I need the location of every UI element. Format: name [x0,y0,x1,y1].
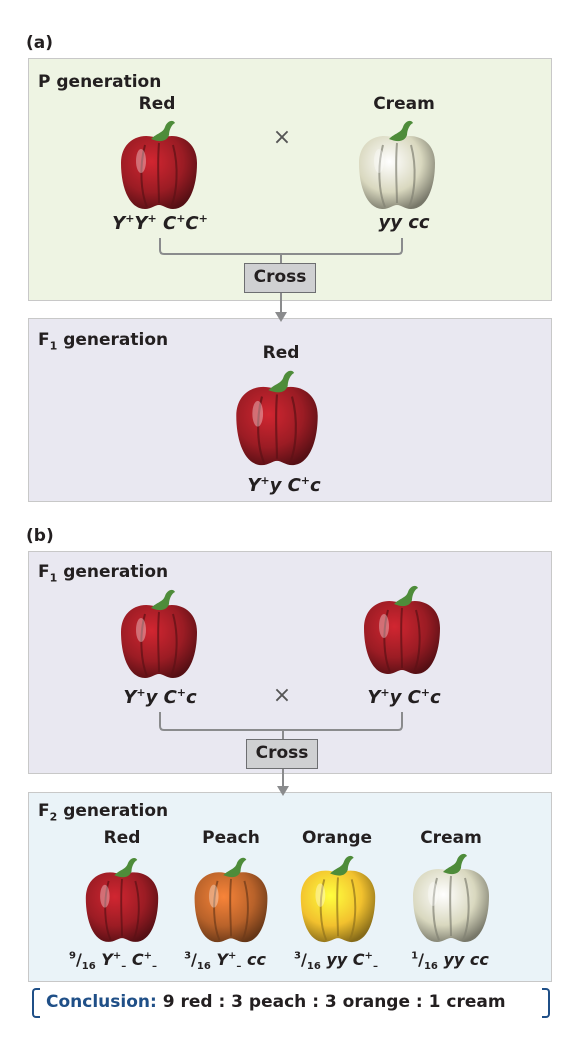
pepper-stem [151,120,175,142]
pepper-lobe-line [229,878,232,937]
pepper-lobe-line [140,144,148,208]
parent-cream-genotype: yy cc [378,212,430,233]
red-pepper-f1-right [364,585,440,674]
pepper-lobe-line [378,144,386,208]
pepper-lobe-line [157,611,160,673]
pepper-lobe-line [395,142,398,204]
conclusion-bar: Conclusion: 9 red : 3 peach : 3 orange :… [32,988,550,1018]
pepper-lobe-line [170,144,178,208]
f1-offspring-genotype: Y+y C+c [247,474,321,496]
f2-orange-genotype: 3/16 yy C+– [294,950,378,973]
pepper-lobe-line [157,142,160,204]
pepper-highlight [315,883,326,907]
part-a-label: (a) [26,33,54,53]
pepper-lobe-line [170,613,178,677]
pepper-lobe-line [274,394,279,459]
f2-cream-phenotype: Cream [420,828,482,848]
parent-cream-phenotype: Cream [373,94,435,114]
p-generation-title: P generation [38,72,162,92]
f1-offspring-phenotype: Red [262,343,300,363]
pepper-stem [330,855,354,876]
pepper-stem [223,857,247,878]
pepper-stem [443,853,467,875]
cross-box-b: Cross [246,739,318,769]
pepper-lobe-line [241,880,249,941]
pepper-lobe-line [462,877,470,941]
pepper-lobe-line [140,613,148,677]
pepper-lobe-line [213,880,221,941]
peach-pepper-f2 [194,857,268,943]
pepper-highlight [208,884,219,908]
pepper-lobe-line [120,878,123,937]
p-generation-panel [28,58,552,301]
pepper-lobe-line [104,880,112,941]
pepper-lobe-line [383,609,391,673]
conclusion-right-bracket [542,988,550,1018]
part-b-label: (b) [26,526,54,546]
conclusion-ratio-text: 9 red : 3 peach : 3 orange : 1 cream [156,992,506,1012]
f2-red-genotype: 9/16 Y+– C+– [68,950,158,973]
parent-red-phenotype: Red [138,94,176,114]
pepper-lobe-line [432,877,440,941]
f2-peach-phenotype: Peach [202,828,260,848]
f2-generation-title: F2 generation [38,801,169,824]
pepper-lobe-line [257,396,266,464]
f1-generation-panel-b [28,551,552,774]
conclusion-left-bracket [32,988,40,1018]
f2-red-phenotype: Red [103,828,141,848]
pepper-highlight [136,618,146,642]
pepper-stem [114,858,138,878]
red-pepper-f1 [236,370,318,466]
f1-generation-title-a: F1 generation [38,330,169,353]
pepper-highlight [100,884,110,908]
pepper-highlight [136,149,146,173]
pepper-lobe-line [348,879,357,941]
pepper-stem [151,589,175,611]
pepper-lobe-line [336,877,339,937]
conclusion-label: Conclusion: [46,992,157,1012]
f1-parent2-genotype: Y+y C+c [367,686,441,708]
f1-generation-title-b: F1 generation [38,562,169,585]
red-pepper-f2 [85,858,159,942]
pepper-lobe-line [132,880,140,941]
pepper-highlight [252,400,264,427]
pepper-lobe-line [400,607,403,669]
pepper-stem [394,585,418,607]
pepper-stem [389,120,413,142]
pepper-lobe-line [413,609,421,673]
orange-pepper-f2 [300,855,376,943]
red-pepper-parent [121,120,197,209]
pepper-highlight [379,614,389,638]
f2-peach-genotype: 3/16 Y+– cc [184,950,266,973]
pepper-lobe-line [449,875,452,937]
pepper-lobe-line [288,396,297,464]
pepper-lobe-line [408,144,416,208]
cross-times-symbol-a: × [272,125,292,150]
parent-red-genotype: Y+Y+ C+C+ [112,212,208,234]
cream-pepper-f2 [413,853,489,942]
pepper-highlight [374,149,384,173]
pepper-lobe-line [319,879,328,941]
pepper-highlight [428,882,438,906]
red-pepper-f1-left [121,589,197,678]
f2-orange-phenotype: Orange [301,828,373,848]
cross-times-symbol-b: × [272,683,292,708]
f1-parent1-genotype: Y+y C+c [123,686,197,708]
f2-cream-genotype: 1/16 yy cc [411,950,489,973]
cream-pepper-parent [359,120,435,209]
pepper-stem [268,370,295,393]
cross-box-a: Cross [244,263,316,293]
